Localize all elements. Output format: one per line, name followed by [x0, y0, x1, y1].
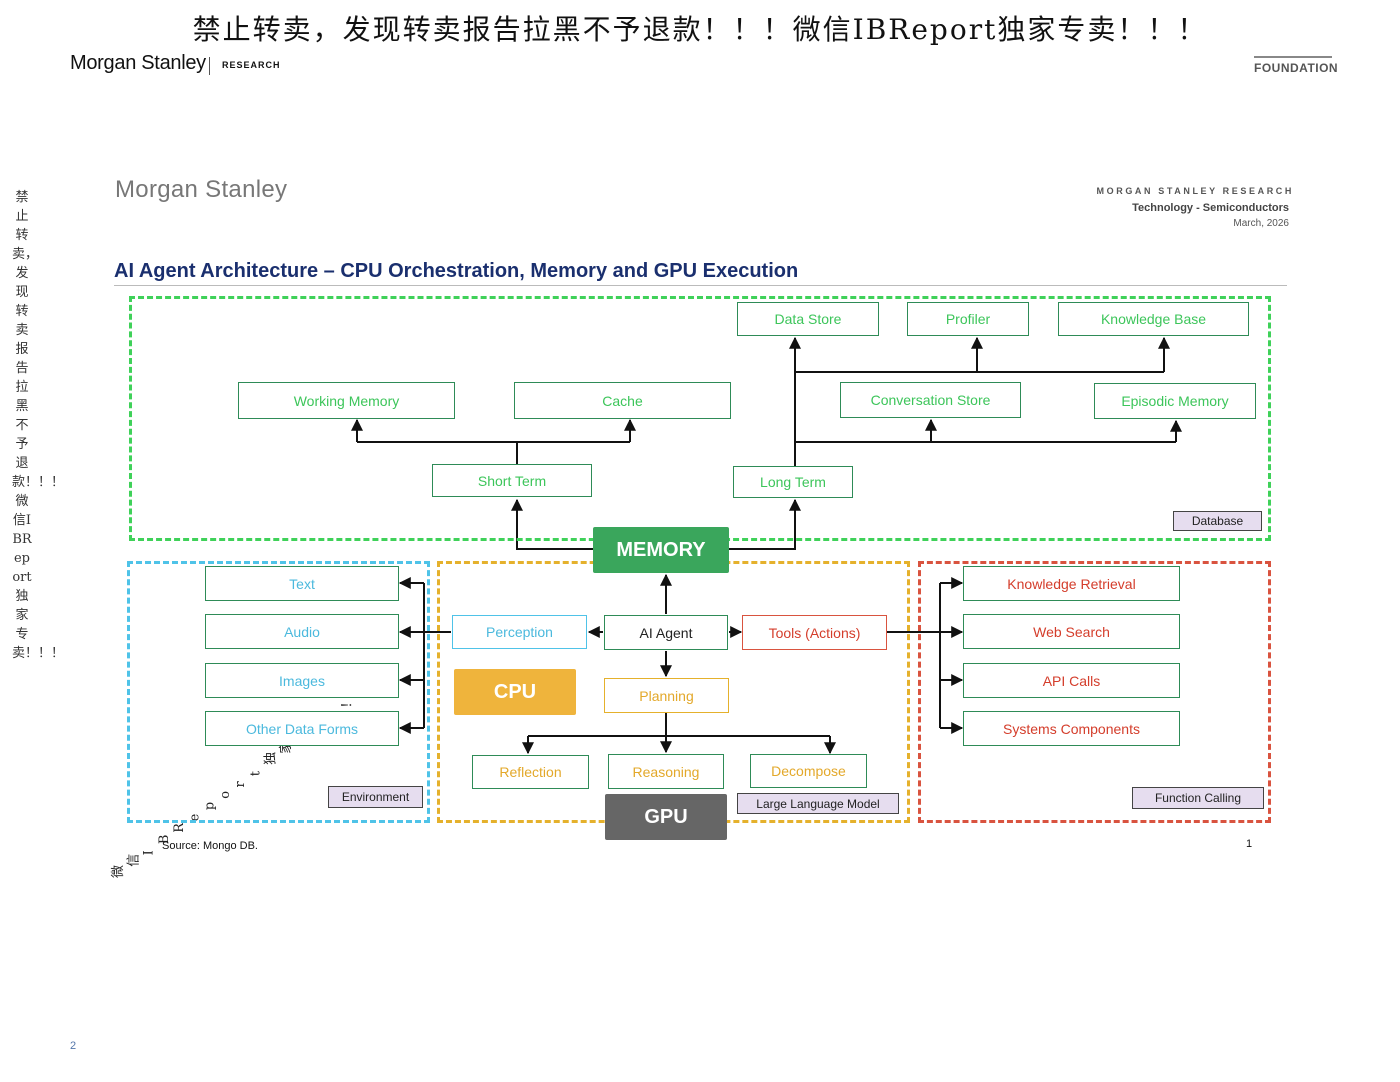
systems-components-box: Systems Components [963, 711, 1180, 746]
env-images-box: Images [205, 663, 399, 698]
perception-box: Perception [452, 615, 587, 649]
api-calls-box: API Calls [963, 663, 1180, 698]
watermark-diagonal-char: ！ [340, 695, 355, 708]
page-number: 2 [70, 1040, 77, 1052]
short-term-box: Short Term [432, 464, 592, 497]
morgan-stanley-logo: Morgan Stanley [70, 52, 206, 74]
tools-box: Tools (Actions) [742, 615, 887, 650]
diagram-title: AI Agent Architecture – CPU Orchestratio… [114, 260, 799, 282]
ai-agent-box: AI Agent [604, 615, 728, 650]
report-logo: Morgan Stanley [115, 176, 288, 203]
gpu-block: GPU [605, 794, 727, 840]
watermark-diagonal-char: 微 [111, 865, 126, 878]
watermark-side: 禁止转卖，发现转卖报告拉黑不予退款！！！微信IBReport独家专卖！！！ [12, 190, 65, 661]
foundation-badge: FOUNDATION [1254, 56, 1338, 75]
data-store-box: Data Store [737, 302, 879, 336]
watermark-diagonal-char: r [233, 781, 248, 788]
report-date: March, 2026 [1233, 218, 1289, 229]
long-term-box: Long Term [733, 466, 853, 498]
llm-tag: Large Language Model [737, 793, 899, 814]
watermark-diagonal-char: R [172, 822, 187, 833]
reasoning-box: Reasoning [608, 754, 724, 789]
episodic-memory-box: Episodic Memory [1094, 383, 1256, 419]
source-note: Source: Mongo DB. [162, 840, 258, 852]
decompose-box: Decompose [750, 754, 867, 788]
function-calling-tag: Function Calling [1132, 787, 1264, 809]
environment-tag: Environment [328, 786, 423, 808]
research-label: RESEARCH [222, 60, 281, 70]
watermark-diagonal-char: I [142, 850, 157, 855]
environment-zone [127, 561, 430, 823]
watermark-diagonal-char: o [218, 791, 233, 799]
database-tag: Database [1173, 511, 1262, 531]
watermark-diagonal-char: B [157, 835, 172, 845]
report-sector: Technology - Semiconductors [1132, 202, 1289, 214]
web-search-box: Web Search [963, 614, 1180, 649]
knowledge-base-box: Knowledge Base [1058, 302, 1249, 336]
working-memory-box: Working Memory [238, 382, 455, 419]
conversation-store-box: Conversation Store [840, 382, 1021, 418]
logo-separator [209, 57, 210, 75]
cpu-block: CPU [454, 669, 576, 715]
cache-box: Cache [514, 382, 731, 419]
inner-page-number: 1 [1246, 838, 1253, 850]
env-text-box: Text [205, 566, 399, 601]
report-publisher: MORGAN STANLEY RESEARCH [1096, 186, 1294, 196]
knowledge-retrieval-box: Knowledge Retrieval [963, 566, 1180, 601]
planning-box: Planning [604, 678, 729, 713]
profiler-box: Profiler [907, 302, 1029, 336]
memory-hub: MEMORY [593, 527, 729, 573]
title-rule [114, 285, 1287, 286]
reflection-box: Reflection [472, 755, 589, 789]
env-audio-box: Audio [205, 614, 399, 649]
watermark-diagonal-char: t [248, 770, 263, 776]
function-zone [918, 561, 1271, 823]
watermark-diagonal-char: 独 [264, 752, 279, 765]
env-other-box: Other Data Forms [205, 711, 399, 746]
watermark-diagonal-char: e [187, 813, 202, 821]
watermark-diagonal-char: 信 [126, 854, 141, 867]
watermark-diagonal-char: p [203, 802, 218, 810]
watermark-banner: 禁止转卖，发现转卖报告拉黑不予退款！！！微信IBReport独家专卖！！！ [192, 13, 1208, 46]
